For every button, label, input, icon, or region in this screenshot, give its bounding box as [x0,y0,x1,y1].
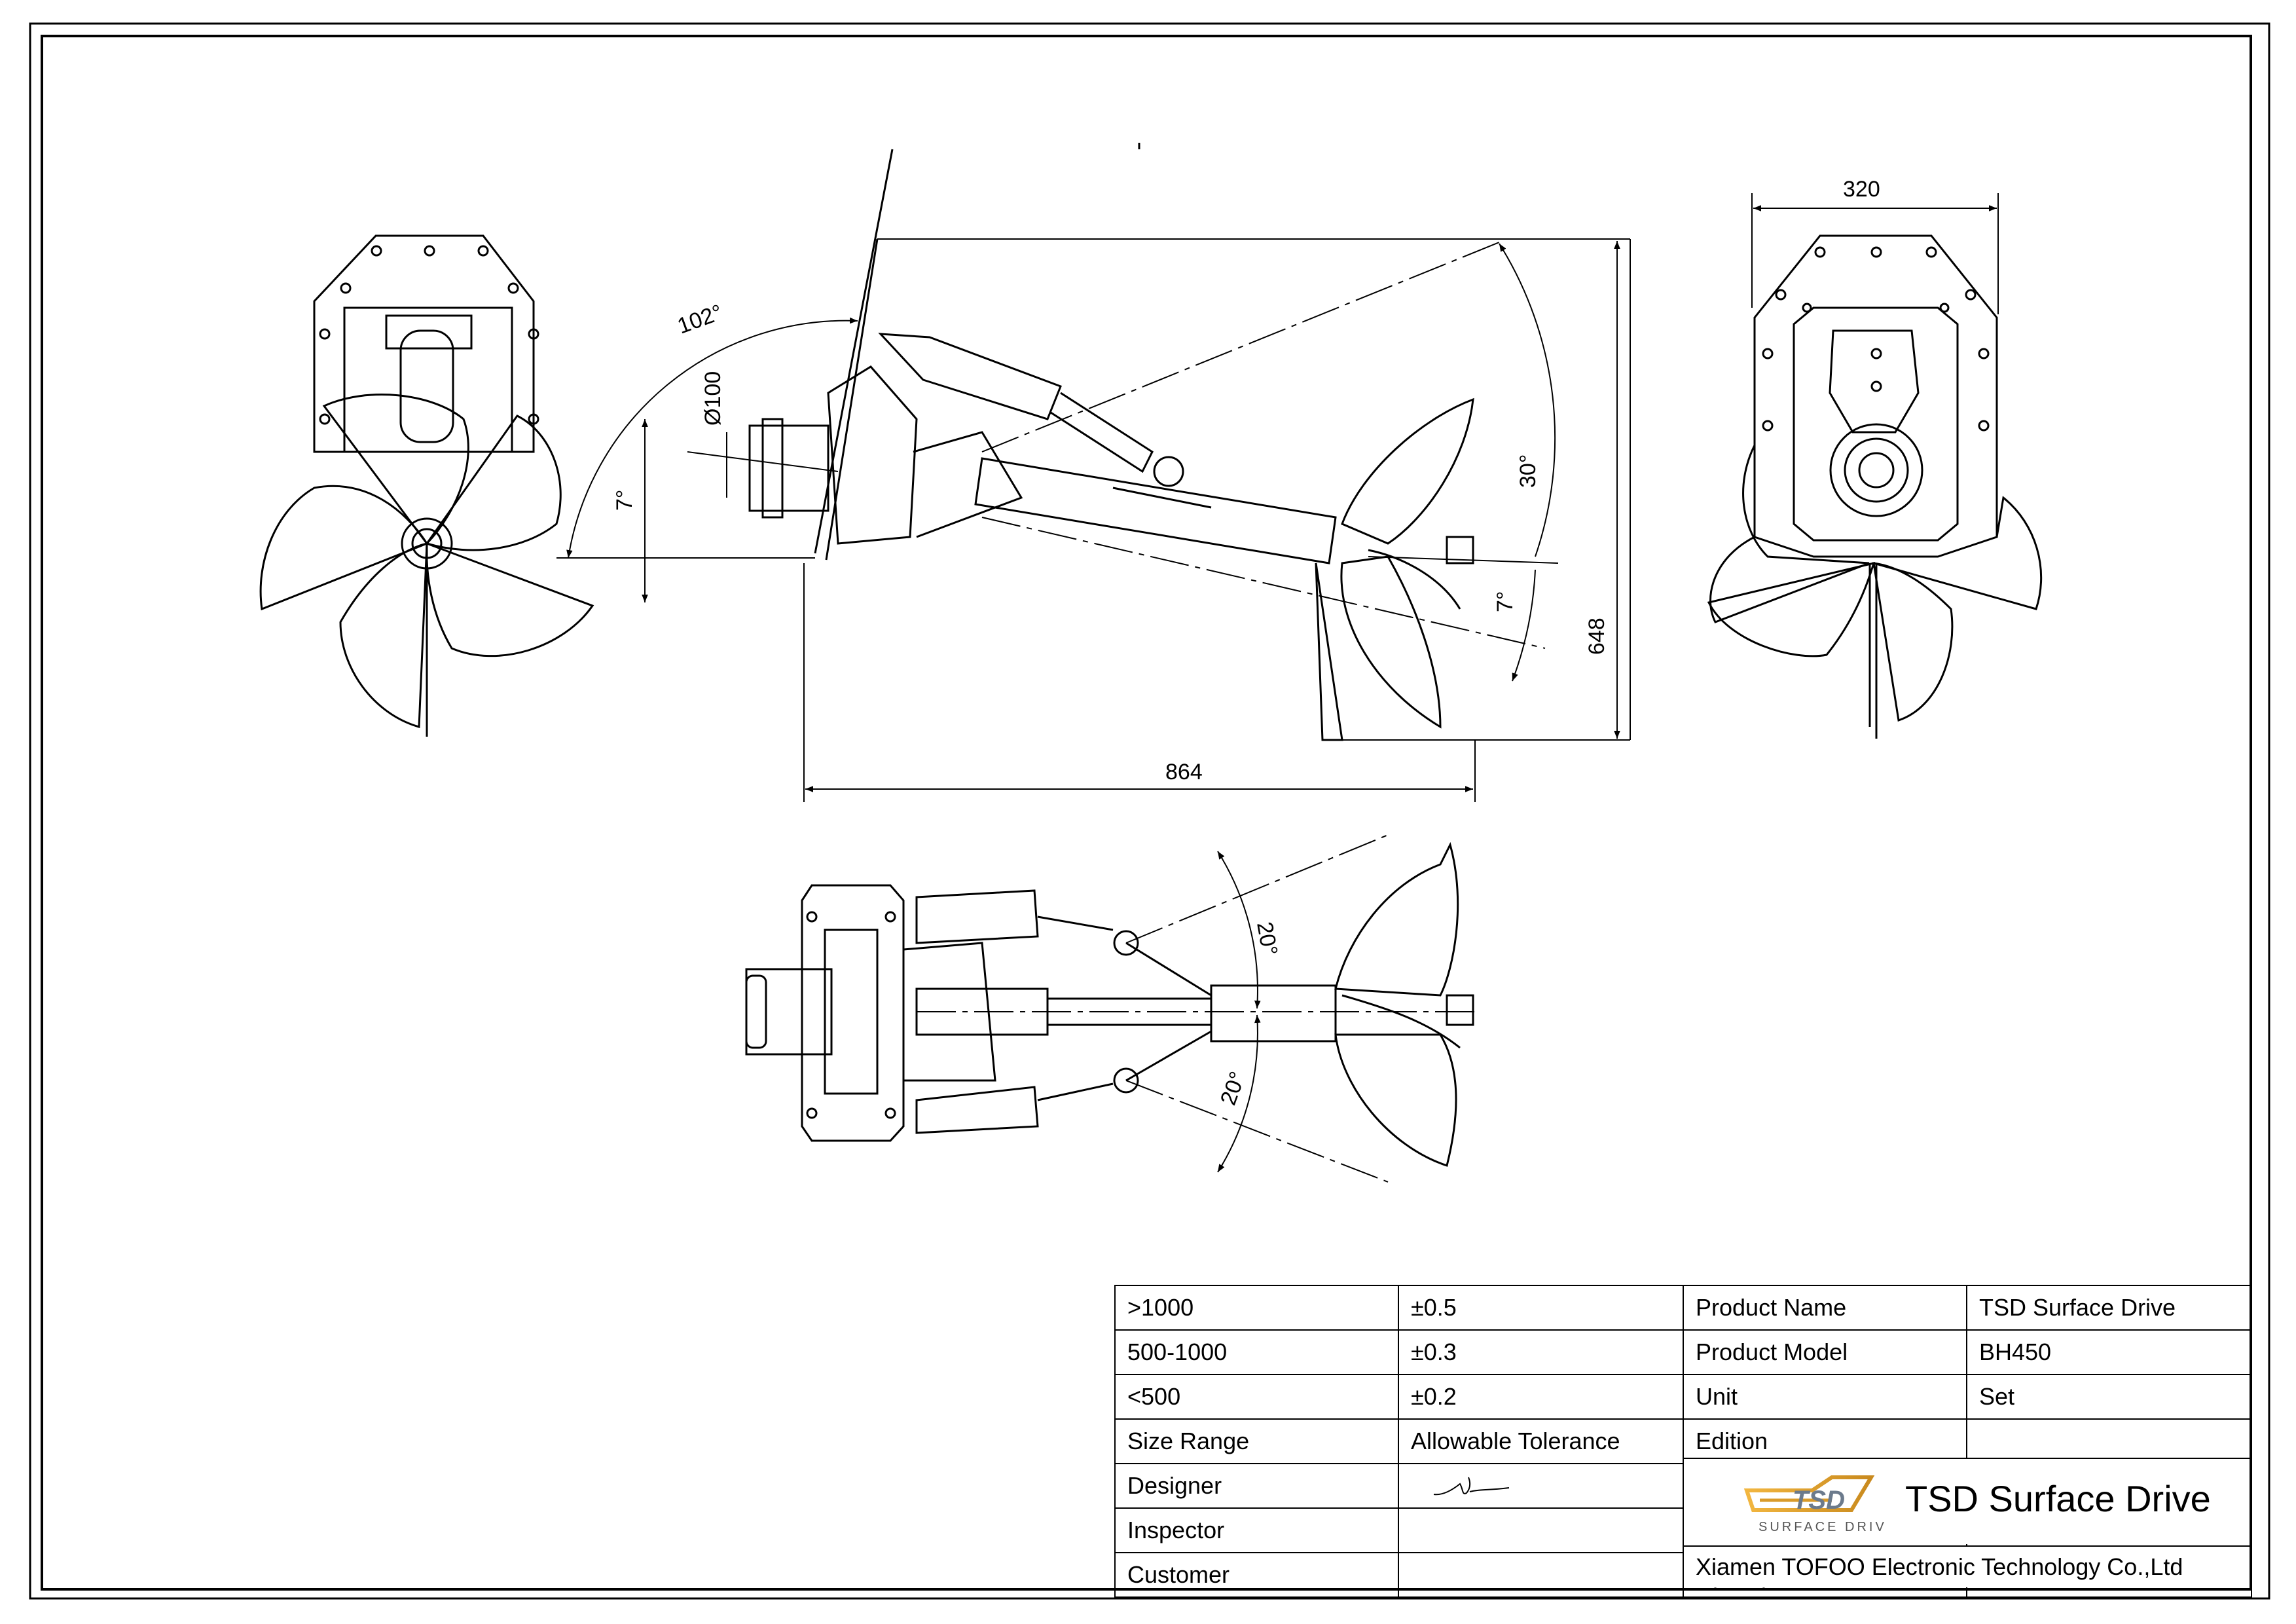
front-hub [401,517,453,570]
arc-20-upper [1217,851,1261,1009]
top-drive-shaft [915,987,1049,1036]
customer-value [1398,1552,1684,1598]
company-top-line [1683,1545,2251,1547]
dim-angle-7-right: 7° [1493,591,1518,612]
front-blade-bottom [339,542,428,728]
dim-diameter: Ø100 [701,371,725,426]
field-label: Product Name [1683,1285,1967,1331]
title-block: >1000 ±0.5 Product Name TSD Surface Driv… [1114,1285,2252,1598]
front-blade-left [259,485,429,611]
svg-text:TSD: TSD [1793,1486,1845,1515]
end-dimensions [1751,193,1999,314]
svg-text:SURFACE DRIVE: SURFACE DRIVE [1758,1520,1884,1534]
allowable-tolerance-label: Allowable Tolerance [1398,1418,1684,1464]
front-blade-top [322,394,469,545]
inspector-value [1398,1507,1684,1553]
side-drive-shaft [974,457,1337,564]
top-dimensions [917,834,1480,1183]
customer-label: Customer [1114,1552,1399,1598]
transom-line [814,149,894,554]
dim-angle-7-left: 7° [612,489,637,511]
dim-angle-30: 30° [1516,454,1540,488]
top-mount-plate [801,884,905,1142]
size-range-cell: 500-1000 [1114,1329,1399,1375]
side-view [748,149,1630,741]
brand-top-line [1683,1458,2251,1459]
end-mount-plate [1753,234,1998,558]
edition-value [1966,1418,2252,1464]
size-range-cell: <500 [1114,1374,1399,1420]
end-output-flange [1829,423,1923,517]
company-name: Xiamen TOFOO Electronic Technology Co.,L… [1683,1547,2250,1587]
top-cylinder-upper [915,889,1039,944]
designer-label: Designer [1114,1463,1399,1509]
size-range-cell: >1000 [1114,1285,1399,1331]
top-view [745,841,1474,1167]
brand-name: TSD Surface Drive [1905,1478,2211,1519]
tolerance-cell: ±0.3 [1398,1329,1684,1375]
front-mount-plate [313,234,535,453]
dim-width-320: 320 [1843,177,1880,202]
arc-20-lower [1217,1014,1261,1173]
tolerance-cell: ±0.5 [1398,1285,1684,1331]
field-value: TSD Surface Drive [1966,1285,2252,1331]
field-value: Set [1966,1374,2252,1420]
edition-label: Edition [1683,1418,1967,1464]
front-view [259,234,594,737]
tolerance-cell: ±0.2 [1398,1374,1684,1420]
top-propeller-upper [1334,841,1459,997]
size-range-label: Size Range [1114,1418,1399,1464]
dim-angle-20-upper: 20° [1252,920,1282,957]
side-dimensions [556,239,1631,802]
front-blade-lower-right [426,542,594,657]
front-blade-right [425,415,562,551]
side-trim-cylinder [878,333,1062,420]
dim-length-864: 864 [1165,760,1203,784]
end-view [1707,234,2043,739]
dim-angle-102: 102° [674,300,726,339]
arc-7 [1512,569,1536,682]
signature-image [1433,1477,1510,1496]
tolerance-row: >1000 ±0.5 Product Name TSD Surface Driv… [1114,1285,2252,1331]
company-logo: TSD SURFACE DRIVE [1734,1464,1895,1536]
arc-30 [1499,243,1556,557]
field-label: Unit [1683,1374,1967,1420]
inspector-label: Inspector [1114,1507,1399,1553]
brand-block: TSD SURFACE DRIVE TSD Surface Drive [1683,1459,2250,1544]
dim-angle-20-lower: 20° [1216,1068,1250,1108]
side-propeller-upper [1341,397,1474,545]
tolerance-row: <500 ±0.2 Unit Set [1114,1374,2252,1420]
end-blade-right [1873,496,2043,610]
side-propeller-lower [1340,555,1442,729]
top-input-shaft [745,968,833,1056]
field-value: BH450 [1966,1329,2252,1375]
brand-divider [1683,1459,1684,1589]
tsd-logo-icon: TSD SURFACE DRIVE [1743,1475,1895,1534]
tolerance-row: 500-1000 ±0.3 Product Model BH450 [1114,1329,2252,1375]
designer-signature [1398,1463,1684,1509]
top-cylinder-lower [915,1086,1039,1134]
field-label: Product Model [1683,1329,1967,1375]
top-propeller-lower [1334,1033,1457,1167]
header-row: Size Range Allowable Tolerance Edition [1114,1418,2252,1464]
arc-102 [566,317,858,559]
dim-height-648: 648 [1584,618,1609,655]
outer-border [29,22,2270,1600]
front-inner-frame [343,306,513,453]
